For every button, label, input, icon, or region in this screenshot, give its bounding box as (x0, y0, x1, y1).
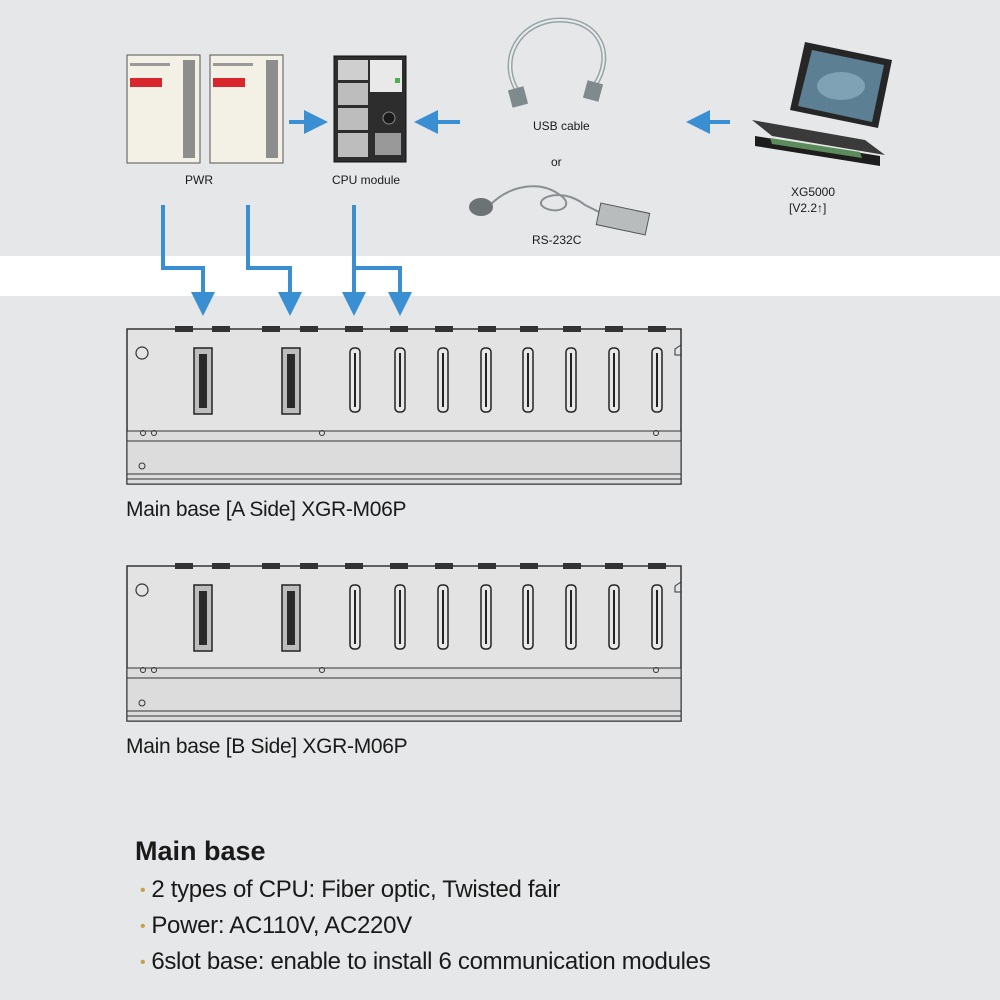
base-rail (126, 667, 682, 722)
white-band (0, 256, 1000, 296)
usb-cable-icon (507, 17, 607, 108)
top-tab (520, 326, 538, 332)
base-b-caption: Main base [B Side] XGR-M06P (126, 735, 408, 758)
base-a-caption: Main base [A Side] XGR-M06P (126, 498, 407, 521)
main-base-b (126, 563, 682, 722)
main-base-heading: Main base (135, 836, 266, 866)
laptop-icon (752, 42, 892, 166)
top-tab (520, 563, 538, 569)
top-tab (212, 563, 230, 569)
top-tab (648, 563, 666, 569)
cpu-module-label: CPU module (332, 173, 401, 187)
screw (653, 667, 659, 673)
cpu-module (333, 55, 407, 163)
rs232c-label: RS-232C (532, 233, 582, 247)
pwr-label: PWR (185, 173, 213, 187)
power-module-1 (126, 54, 201, 164)
main-base-a (126, 326, 682, 485)
top-tab (390, 563, 408, 569)
top-tab (390, 326, 408, 332)
top-tab (175, 326, 193, 332)
top-tab (478, 326, 496, 332)
top-tab (262, 326, 280, 332)
screw (138, 462, 146, 470)
top-tab (648, 326, 666, 332)
screw (138, 699, 146, 707)
feature-item: •2 types of CPU: Fiber optic, Twisted fa… (140, 876, 561, 903)
mounting-hole (135, 583, 149, 597)
mounting-hole (135, 346, 149, 360)
top-tab (435, 563, 453, 569)
top-tab (300, 326, 318, 332)
top-tab (262, 563, 280, 569)
top-tab (435, 326, 453, 332)
connection-arrows (161, 205, 412, 316)
top-tab (563, 326, 581, 332)
usb-cable-label: USB cable (533, 119, 590, 133)
screw (151, 667, 157, 673)
top-tab (212, 326, 230, 332)
top-tab (605, 563, 623, 569)
feature-list: •2 types of CPU: Fiber optic, Twisted fa… (140, 872, 711, 980)
screw (140, 430, 146, 436)
top-tab (300, 563, 318, 569)
or-label: or (551, 155, 562, 169)
feature-item: •6slot base: enable to install 6 communi… (140, 948, 711, 976)
feature-item: •Power: AC110V, AC220V (140, 912, 412, 940)
top-tab (175, 563, 193, 569)
bullet-dot: • (140, 918, 146, 936)
screw (653, 430, 659, 436)
top-tab (345, 563, 363, 569)
screw (319, 667, 325, 673)
bullet-dot: • (140, 882, 146, 900)
screw (319, 430, 325, 436)
base-rail (126, 430, 682, 485)
top-tab (345, 326, 363, 332)
software-version: [V2.2↑] (789, 201, 827, 215)
top-tab (478, 563, 496, 569)
top-tab (563, 563, 581, 569)
screw (140, 667, 146, 673)
bullet-dot: • (140, 954, 146, 972)
top-tab (605, 326, 623, 332)
power-module-2 (209, 54, 284, 164)
software-label: XG5000 (791, 185, 836, 199)
screw (151, 430, 157, 436)
rs232c-cable-icon (469, 185, 651, 236)
